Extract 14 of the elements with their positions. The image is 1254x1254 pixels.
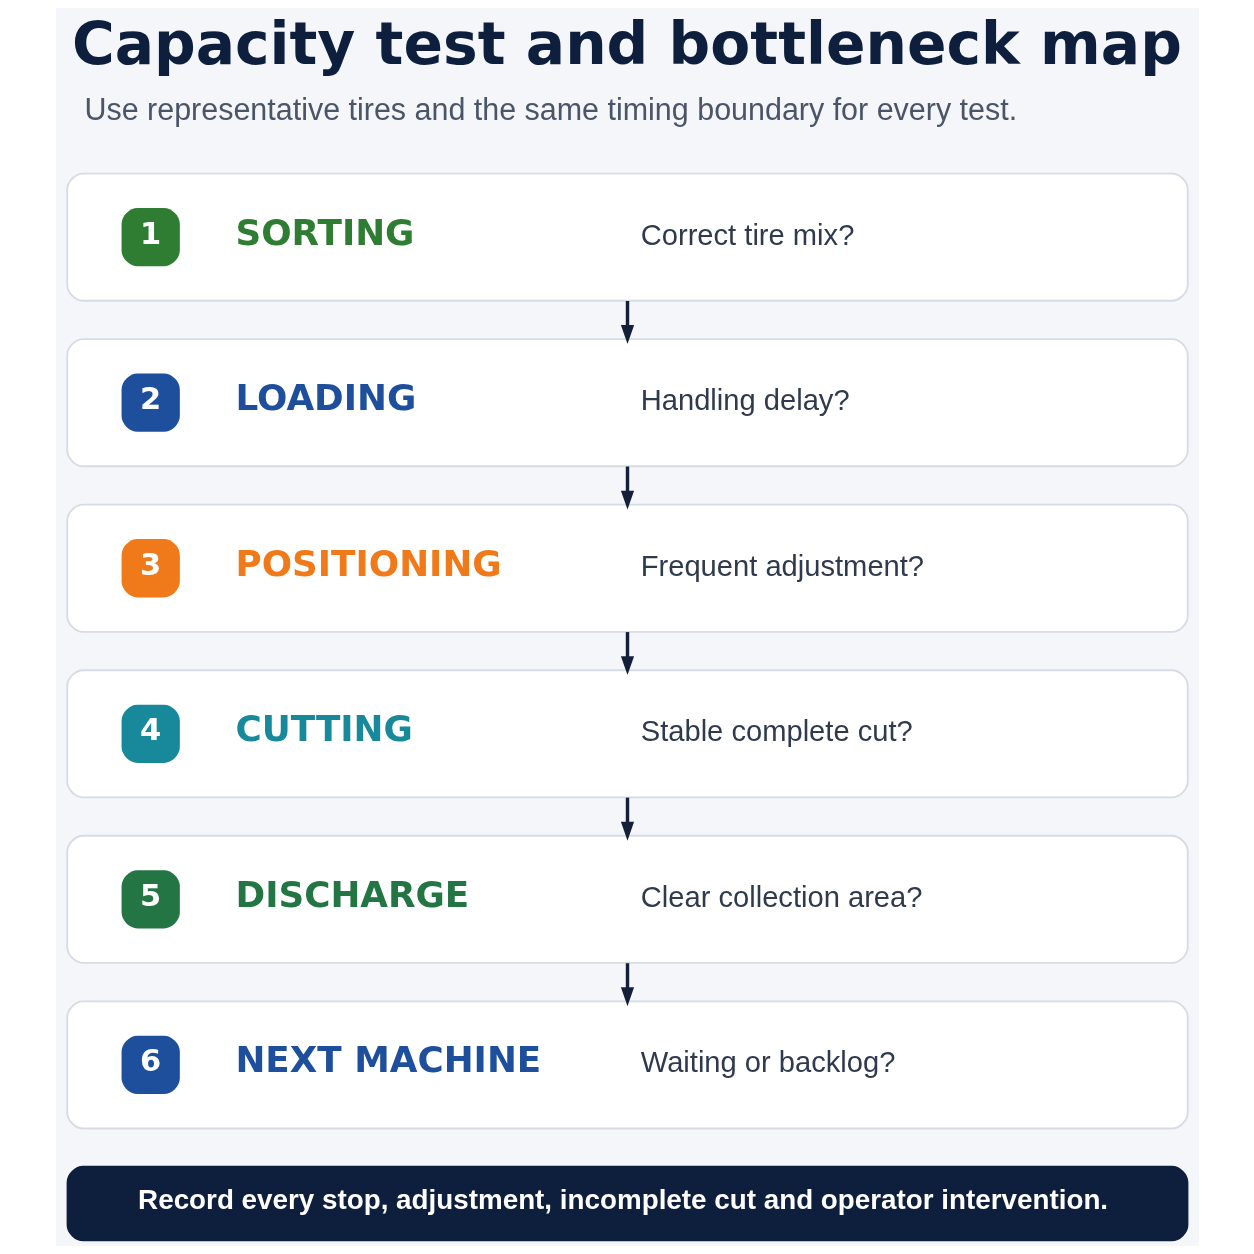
arrow bbox=[620, 466, 634, 510]
arrow bbox=[620, 300, 634, 344]
arrow bbox=[620, 797, 634, 841]
node-box: 6 NEXT MACHINE Waiting or backlog? bbox=[65, 1000, 1189, 1130]
arrow bbox=[620, 963, 634, 1007]
node-box: 4 CUTTING Stable complete cut? bbox=[65, 669, 1189, 799]
node-box: 5 DISCHARGE Clear collection area? bbox=[65, 834, 1189, 964]
node-box: 1 SORTING Correct tire mix? bbox=[65, 172, 1189, 302]
arrow bbox=[620, 632, 634, 676]
node-box: Record every stop, adjustment, incomplete cut and operator intervention. bbox=[66, 1165, 1188, 1242]
node-box: 2 LOADING Handling delay? bbox=[65, 338, 1189, 468]
diagram-title: Capacity test and bottleneck map bbox=[71, 9, 1182, 78]
label: Use representative tires and the same timing boundary for every test. bbox=[83, 91, 1017, 126]
node-box: 3 POSITIONING Frequent adjustment? bbox=[65, 503, 1189, 633]
